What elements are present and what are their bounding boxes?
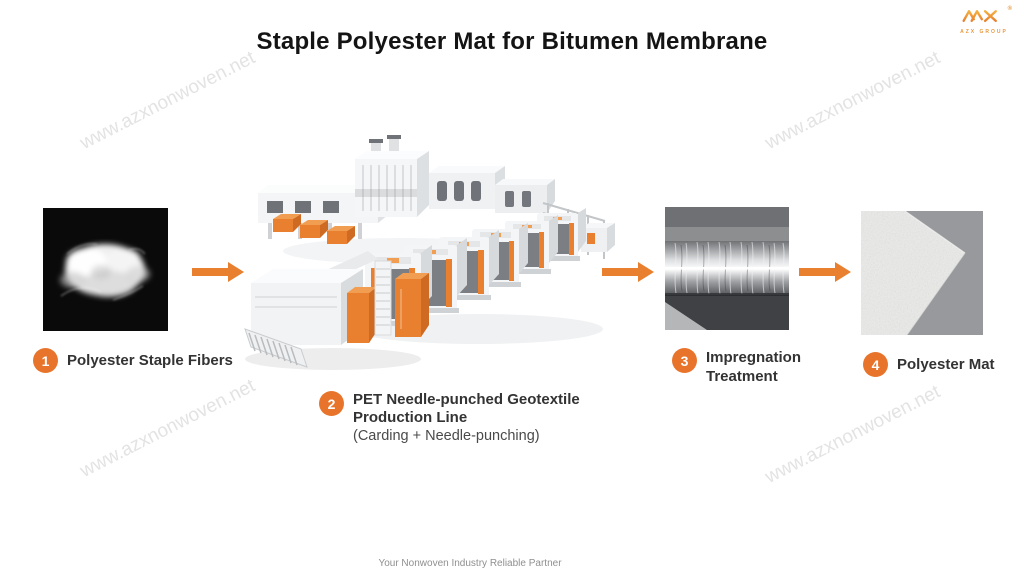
step-label-4: 4 Polyester Mat [863,352,995,377]
step-number-badge: 1 [33,348,58,373]
flow-arrow-icon [799,262,851,282]
watermark-text: www.azxnonwoven.net [761,47,944,154]
footer-tagline: Your Nonwoven Industry Reliable Partner [378,558,562,569]
watermark-text: www.azxnonwoven.net [76,375,259,482]
logo-brand-text: AZX GROUP [960,29,1008,35]
step-label-3: 3 Impregnation Treatment [672,348,801,386]
company-logo: ® AZX GROUP [954,6,1014,35]
step-label-1: 1 Polyester Staple Fibers [33,348,233,373]
step-image-polyester-mat [861,211,983,335]
step-label-subtext: (Carding + Needle-punching) [353,428,540,444]
step-label-text: PET Needle-punched Geotextile [353,391,580,408]
flow-arrow-icon [602,262,654,282]
page-title: Staple Polyester Mat for Bitumen Membran… [256,28,768,55]
step-number-badge: 4 [863,352,888,377]
step-label-text: Treatment [706,368,778,385]
step-label-text: Production Line [353,409,468,426]
watermark-text: www.azxnonwoven.net [76,47,259,154]
watermark-text: www.azxnonwoven.net [761,381,944,488]
step-number-badge: 2 [319,391,344,416]
step-image-polyester-fibers [43,208,168,331]
flow-arrow-icon [192,262,244,282]
registered-mark: ® [1007,6,1012,12]
step-number-badge: 3 [672,348,697,373]
azx-monogram-icon [962,10,997,23]
step-label-2: 2 PET Needle-punched Geotextile Producti… [319,391,580,445]
step-image-impregnation [665,207,789,330]
production-line-illustration [243,133,623,388]
step-label-text: Polyester Mat [897,355,995,373]
step-label-text: Impregnation [706,349,802,366]
step-label-text: Polyester Staple Fibers [67,351,233,369]
